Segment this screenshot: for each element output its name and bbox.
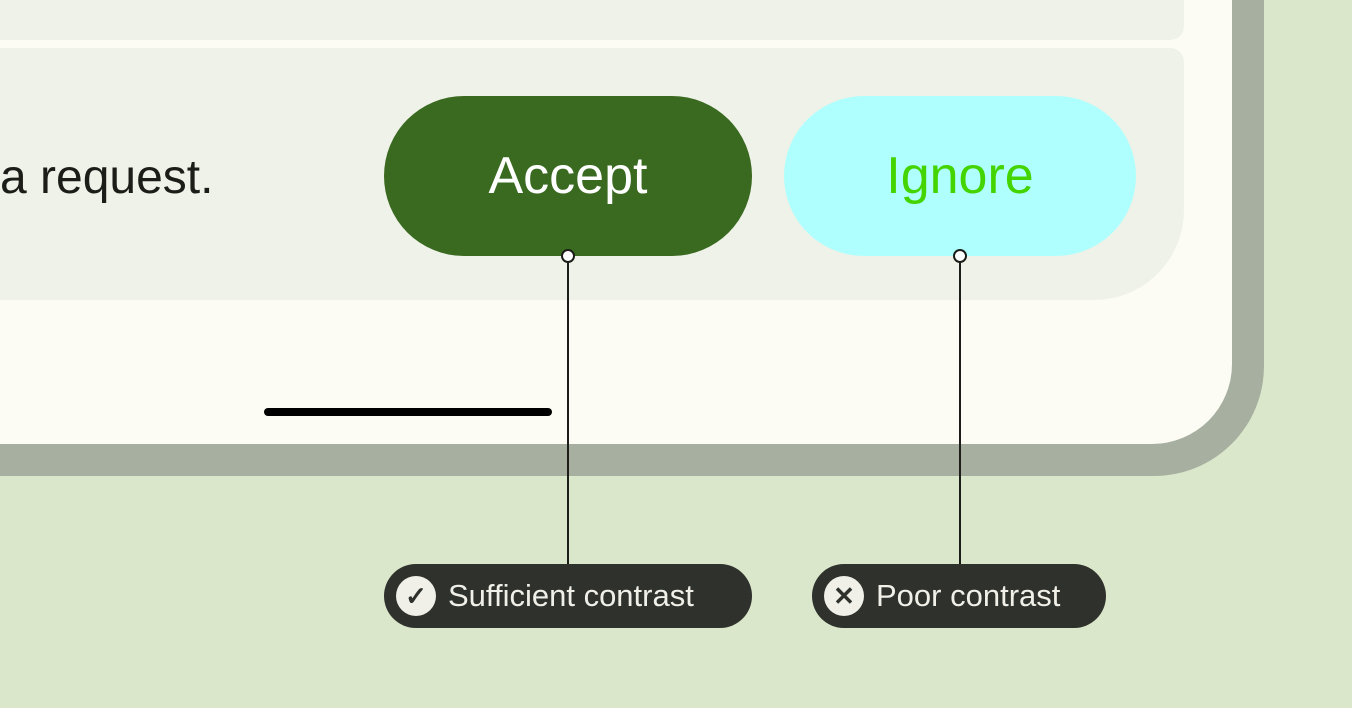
accept-button[interactable]: Accept	[384, 96, 752, 256]
request-message: a request.	[0, 151, 214, 204]
callout-dot-ignore	[953, 249, 967, 263]
tag-label: Sufficient contrast	[448, 578, 694, 613]
sufficient-contrast-tag: ✓ Sufficient contrast	[384, 564, 752, 628]
callout-line-accept	[567, 262, 569, 564]
callout-line-ignore	[959, 262, 961, 564]
poor-contrast-tag: ✕ Poor contrast	[812, 564, 1106, 628]
ignore-button[interactable]: Ignore	[784, 96, 1136, 256]
card-top	[0, 0, 1184, 40]
gesture-handle[interactable]	[264, 408, 552, 416]
tag-label: Poor contrast	[876, 578, 1061, 613]
x-icon: ✕	[824, 576, 864, 616]
check-icon: ✓	[396, 576, 436, 616]
callout-dot-accept	[561, 249, 575, 263]
